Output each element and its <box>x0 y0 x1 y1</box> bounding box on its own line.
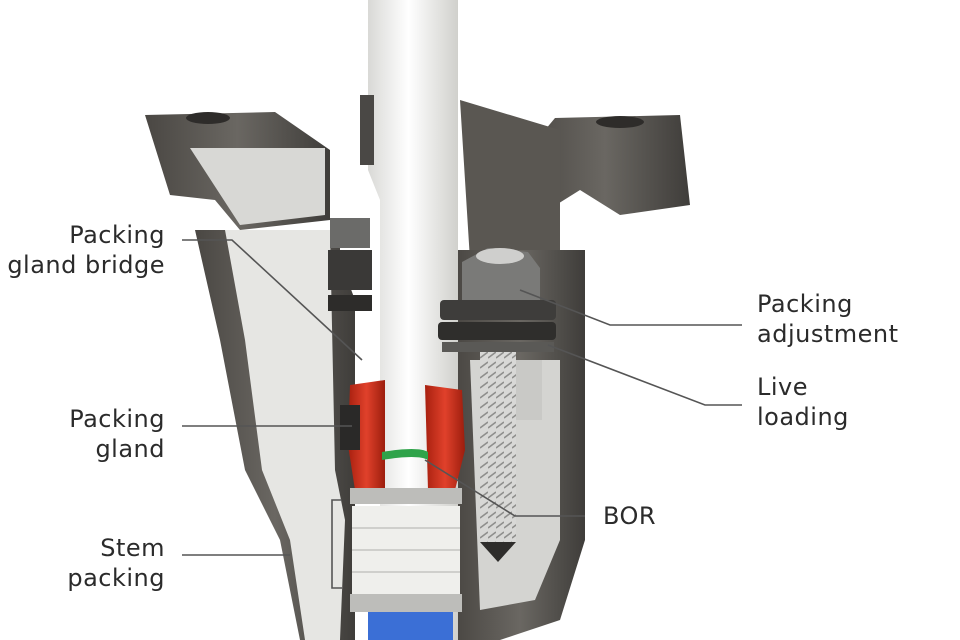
label-bor: BOR <box>603 502 657 530</box>
label-packing-gland-bridge: Packing gland bridge <box>7 221 165 279</box>
leader-packing-adjustment <box>519 289 742 326</box>
leader-live-loading <box>547 344 742 406</box>
leader-bor <box>424 459 585 517</box>
bor-ring <box>382 449 428 460</box>
label-packing-adjustment: Packing adjustment <box>757 290 899 348</box>
left-gland-bolt <box>328 218 372 311</box>
packing-gland-part <box>340 380 465 490</box>
label-stem-packing: Stem packing <box>67 534 165 592</box>
leader-stem-packing-bracket <box>331 499 342 589</box>
right-yoke-arm <box>460 100 690 260</box>
label-packing-gland: Packing gland <box>69 405 165 463</box>
stem-packing-rings <box>350 488 462 640</box>
leader-lines <box>182 239 742 589</box>
label-live-loading: Live loading <box>757 373 849 431</box>
live-loading-bolt <box>438 248 556 562</box>
left-yoke-arm <box>145 112 330 230</box>
leader-packing-gland-bridge <box>182 239 363 361</box>
